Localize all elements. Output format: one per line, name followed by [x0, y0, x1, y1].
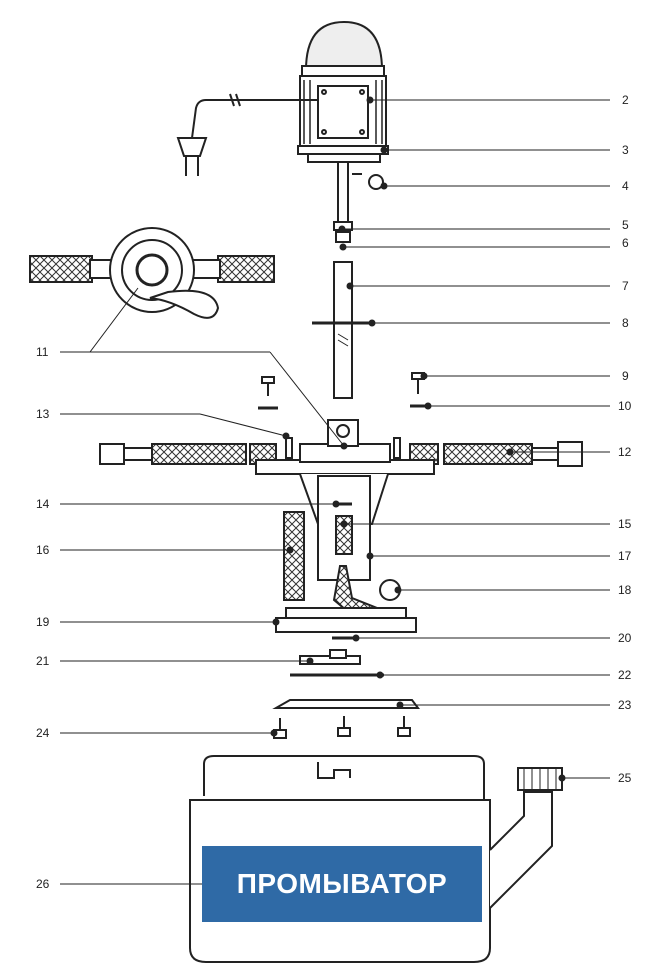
- pump-base: [272, 607, 420, 709]
- label-25: 25: [618, 771, 632, 785]
- label-8: 8: [622, 316, 629, 330]
- label-22: 22: [618, 668, 632, 682]
- product-name-banner: ПРОМЫВАТОР: [202, 846, 482, 922]
- shaft: [312, 161, 374, 399]
- clip-ring: [352, 173, 384, 190]
- labels-right: 2 3 4 5 6 7 8 9 10 12 15 17 18 20 22 23 …: [618, 93, 632, 785]
- label-15: 15: [618, 517, 632, 531]
- label-20: 20: [618, 631, 632, 645]
- label-26: 26: [36, 877, 50, 891]
- label-3: 3: [622, 143, 629, 157]
- label-24: 24: [36, 726, 50, 740]
- label-12: 12: [618, 445, 632, 459]
- lid-plate: [99, 419, 583, 475]
- label-23: 23: [618, 698, 632, 712]
- motor: [176, 20, 389, 176]
- label-2: 2: [622, 93, 629, 107]
- label-13: 13: [36, 407, 50, 421]
- label-17: 17: [618, 549, 632, 563]
- pump-column: [283, 473, 401, 628]
- label-18: 18: [618, 583, 632, 597]
- labels-left: 11 13 14 16 19 21 24 26: [36, 345, 50, 891]
- label-7: 7: [622, 279, 629, 293]
- label-10: 10: [618, 399, 632, 413]
- bolts-top: [258, 372, 428, 410]
- valve-assembly: [29, 227, 275, 319]
- label-16: 16: [36, 543, 50, 557]
- leader-lines-right: [338, 96, 610, 782]
- label-6: 6: [622, 236, 629, 250]
- label-5: 5: [622, 218, 629, 232]
- label-21: 21: [36, 654, 50, 668]
- label-11: 11: [36, 345, 49, 359]
- bolts-bottom: [273, 716, 411, 739]
- label-14: 14: [36, 497, 50, 511]
- label-4: 4: [622, 179, 629, 193]
- leader-lines-left: [60, 287, 348, 885]
- label-9: 9: [622, 369, 629, 383]
- label-19: 19: [36, 615, 50, 629]
